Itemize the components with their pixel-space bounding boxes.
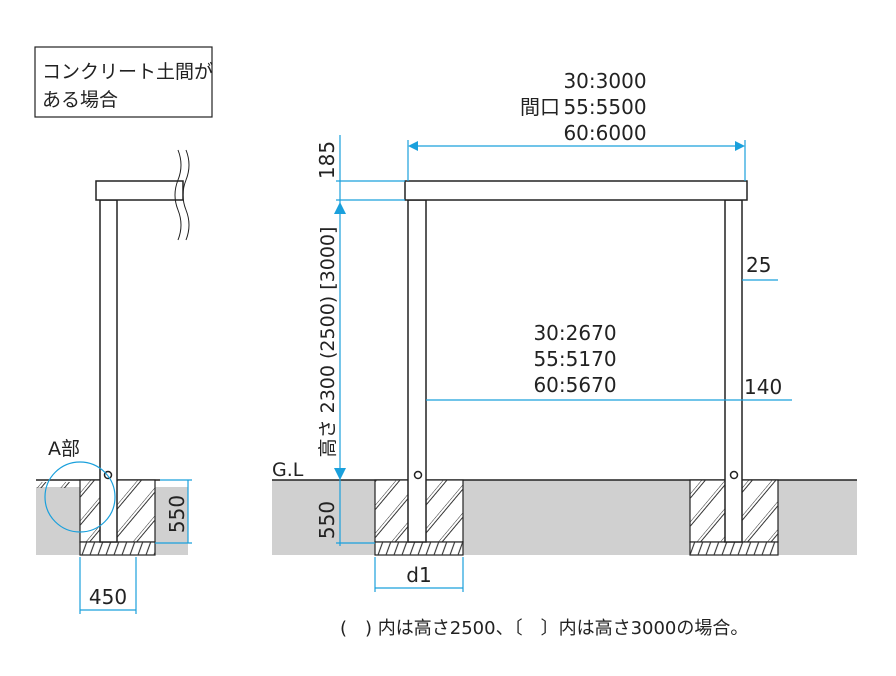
note-line-2: ある場合 — [42, 89, 118, 111]
height-dim: 高さ 2300 (2500) [3000] — [317, 227, 339, 458]
inner-width-value: 55:5170 — [533, 347, 616, 371]
beam-height-dim: 185 — [315, 141, 339, 179]
post-size-dim: 25 — [746, 253, 771, 277]
front-beam — [404, 180, 748, 201]
side-beam — [95, 180, 184, 201]
side-view: A部 550 450 — [36, 149, 192, 614]
inner-width-value: 60:5670 — [533, 373, 616, 397]
post-left — [407, 199, 427, 543]
side-width-dim: 450 — [89, 585, 127, 609]
front-view: 間口 30:3000 55:5500 60:6000 185 高さ 2300 (… — [272, 69, 857, 592]
frontage-value: 60:6000 — [563, 121, 646, 145]
frontage-label: 間口 — [520, 95, 560, 119]
inner-width-value: 30:2670 — [533, 321, 616, 345]
detail-a-label: A部 — [48, 438, 80, 460]
side-depth-dim: 550 — [165, 495, 189, 533]
ground-level-label: G.L — [272, 459, 304, 481]
foundation-depth-dim: 550 — [315, 501, 339, 539]
footing-width-dim: d1 — [406, 563, 431, 587]
footnote: ( ) 内は高さ2500、〔 〕内は高さ3000の場合。 — [340, 618, 748, 639]
frontage-value: 30:3000 — [563, 69, 646, 93]
frontage-value: 55:5500 — [563, 95, 646, 119]
note-box: コンクリート土間が ある場合 — [34, 46, 213, 118]
detail-a-circle — [44, 461, 116, 533]
post-right — [724, 199, 743, 543]
post-offset-dim: 140 — [744, 375, 782, 399]
note-line-1: コンクリート土間が — [42, 61, 213, 83]
